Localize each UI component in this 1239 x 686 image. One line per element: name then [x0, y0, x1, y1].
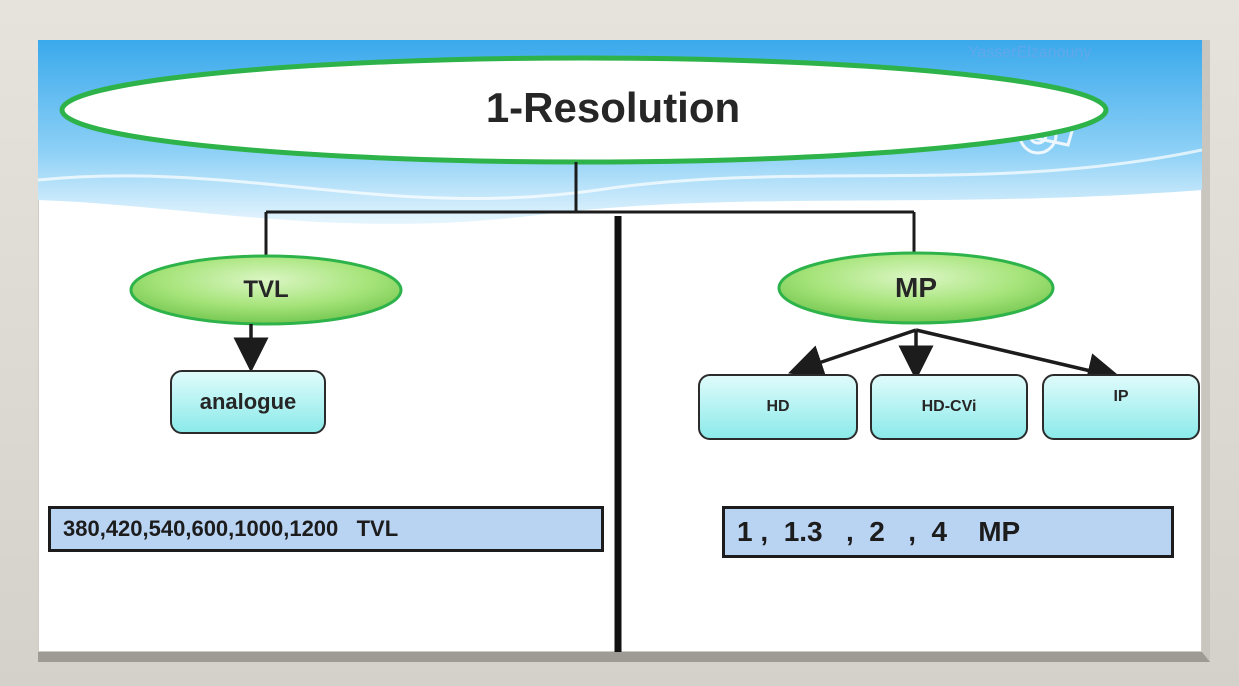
watermark-text: YasserElzanouny	[968, 44, 1092, 61]
hd-box: HD	[698, 374, 858, 440]
tvl-values: 380,420,540,600,1000,1200 TVL	[48, 506, 604, 552]
analogue-box: analogue	[170, 370, 326, 434]
ip-box: IP	[1042, 374, 1200, 440]
hd-cvi-box: HD-CVi	[870, 374, 1028, 440]
tvl-oval	[129, 254, 403, 326]
diagram-canvas	[38, 40, 1202, 652]
slide: YasserElzanouny 1-Resolution TVL MP anal…	[38, 40, 1210, 662]
diagram-title: 1-Resolution	[485, 84, 741, 131]
mp-label: MP	[895, 272, 937, 303]
title-oval	[59, 55, 1109, 165]
mp-values: 1 , 1.3 , 2 , 4 MP	[722, 506, 1174, 558]
header-wave	[38, 148, 1202, 201]
tvl-label: TVL	[243, 276, 289, 303]
mp-oval	[777, 251, 1055, 325]
arrow-mp-hd	[788, 328, 917, 379]
arrow-mp-ip	[915, 328, 1123, 388]
